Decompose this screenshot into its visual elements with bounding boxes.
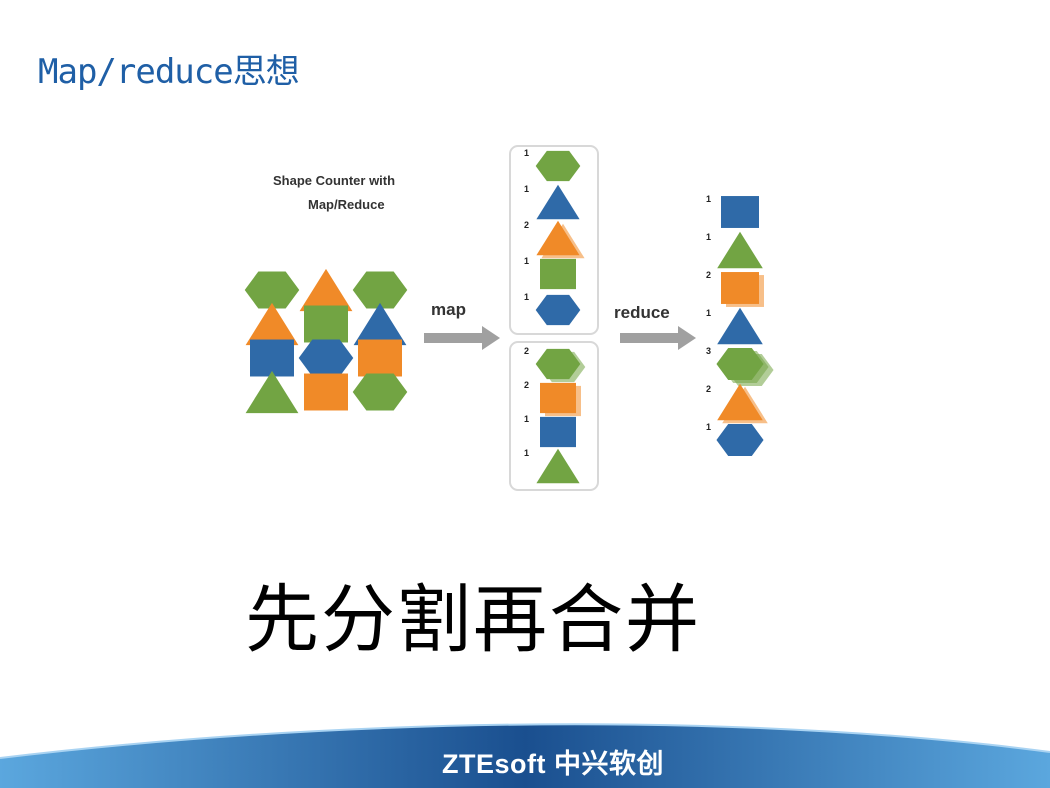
count-label: 1 [524,292,529,302]
reduce-results: 1 1 2 1 3 2 1 [706,194,774,456]
map-group-1: 1 1 2 1 1 [524,148,585,326]
count-label: 1 [524,414,529,424]
orange-square-shape [721,272,759,304]
green-square-shape [540,258,576,290]
footer-highlight [0,723,1050,759]
blue-triangle-shape [353,302,407,346]
orange-triangle-shape [717,383,763,421]
blue-triangle-shape [536,184,580,220]
count-label: 2 [524,380,529,390]
map-reduce-diagram: Shape Counter with Map/Reduce map 11211 … [244,145,774,491]
blue-hexagon-shape [298,339,354,377]
green-square-shape [304,305,348,343]
count-label: 1 [706,194,711,204]
green-hexagon-shape [244,271,300,309]
count-label: 1 [524,256,529,266]
reduce-arrow [620,326,696,350]
footer-wave [0,724,1050,788]
green-hexagon-shape [352,271,408,309]
orange-triangle-shape [536,220,580,256]
reduce-label: reduce [614,303,670,322]
arrow-shape [424,326,500,350]
count-label: 2 [524,220,529,230]
blue-hexagon-shape [716,424,764,456]
orange-square-shape [540,382,576,414]
count-label: 2 [706,384,711,394]
orange-triangle-shape [245,302,299,346]
count-label: 2 [706,270,711,280]
green-hexagon-shape [352,373,408,411]
map-label: map [431,300,466,319]
slide-slogan: 先分割再合并 [245,577,701,663]
orange-triangle-shape [299,268,353,312]
arrow-shape [620,326,696,350]
green-triangle-shape [245,370,299,414]
footer-banner [0,723,1050,788]
blue-square-shape [721,196,759,228]
green-triangle-shape [717,231,763,269]
green-hexagon-shape [716,348,764,380]
count-label: 3 [706,346,711,356]
count-label: 1 [524,148,529,158]
green-hexagon-shape [535,348,581,380]
diagram-caption-line2: Map/Reduce [308,197,385,212]
map-group-2: 2 2 1 1 [524,346,586,484]
count-label: 1 [524,184,529,194]
count-label: 1 [706,308,711,318]
count-label: 1 [524,448,529,458]
blue-hexagon-shape [535,294,581,326]
green-triangle-shape [536,448,580,484]
blue-square-shape [250,339,294,377]
count-label: 2 [524,346,529,356]
blue-triangle-shape [717,307,763,345]
blue-square-shape [540,416,576,448]
orange-square-shape [304,373,348,411]
map-arrow [424,326,500,350]
orange-square-shape [358,339,402,377]
count-label: 1 [706,422,711,432]
count-label: 1 [706,232,711,242]
green-hexagon-shape [535,150,581,182]
slide-title: Map/reduce思想 [38,52,300,92]
map-group-1-box [509,145,599,335]
company-logo: ZTEsoft 中兴软创 [442,749,664,779]
input-shape-grid [244,268,408,414]
diagram-caption-line1: Shape Counter with [273,173,395,188]
map-group-2-box [509,341,599,491]
